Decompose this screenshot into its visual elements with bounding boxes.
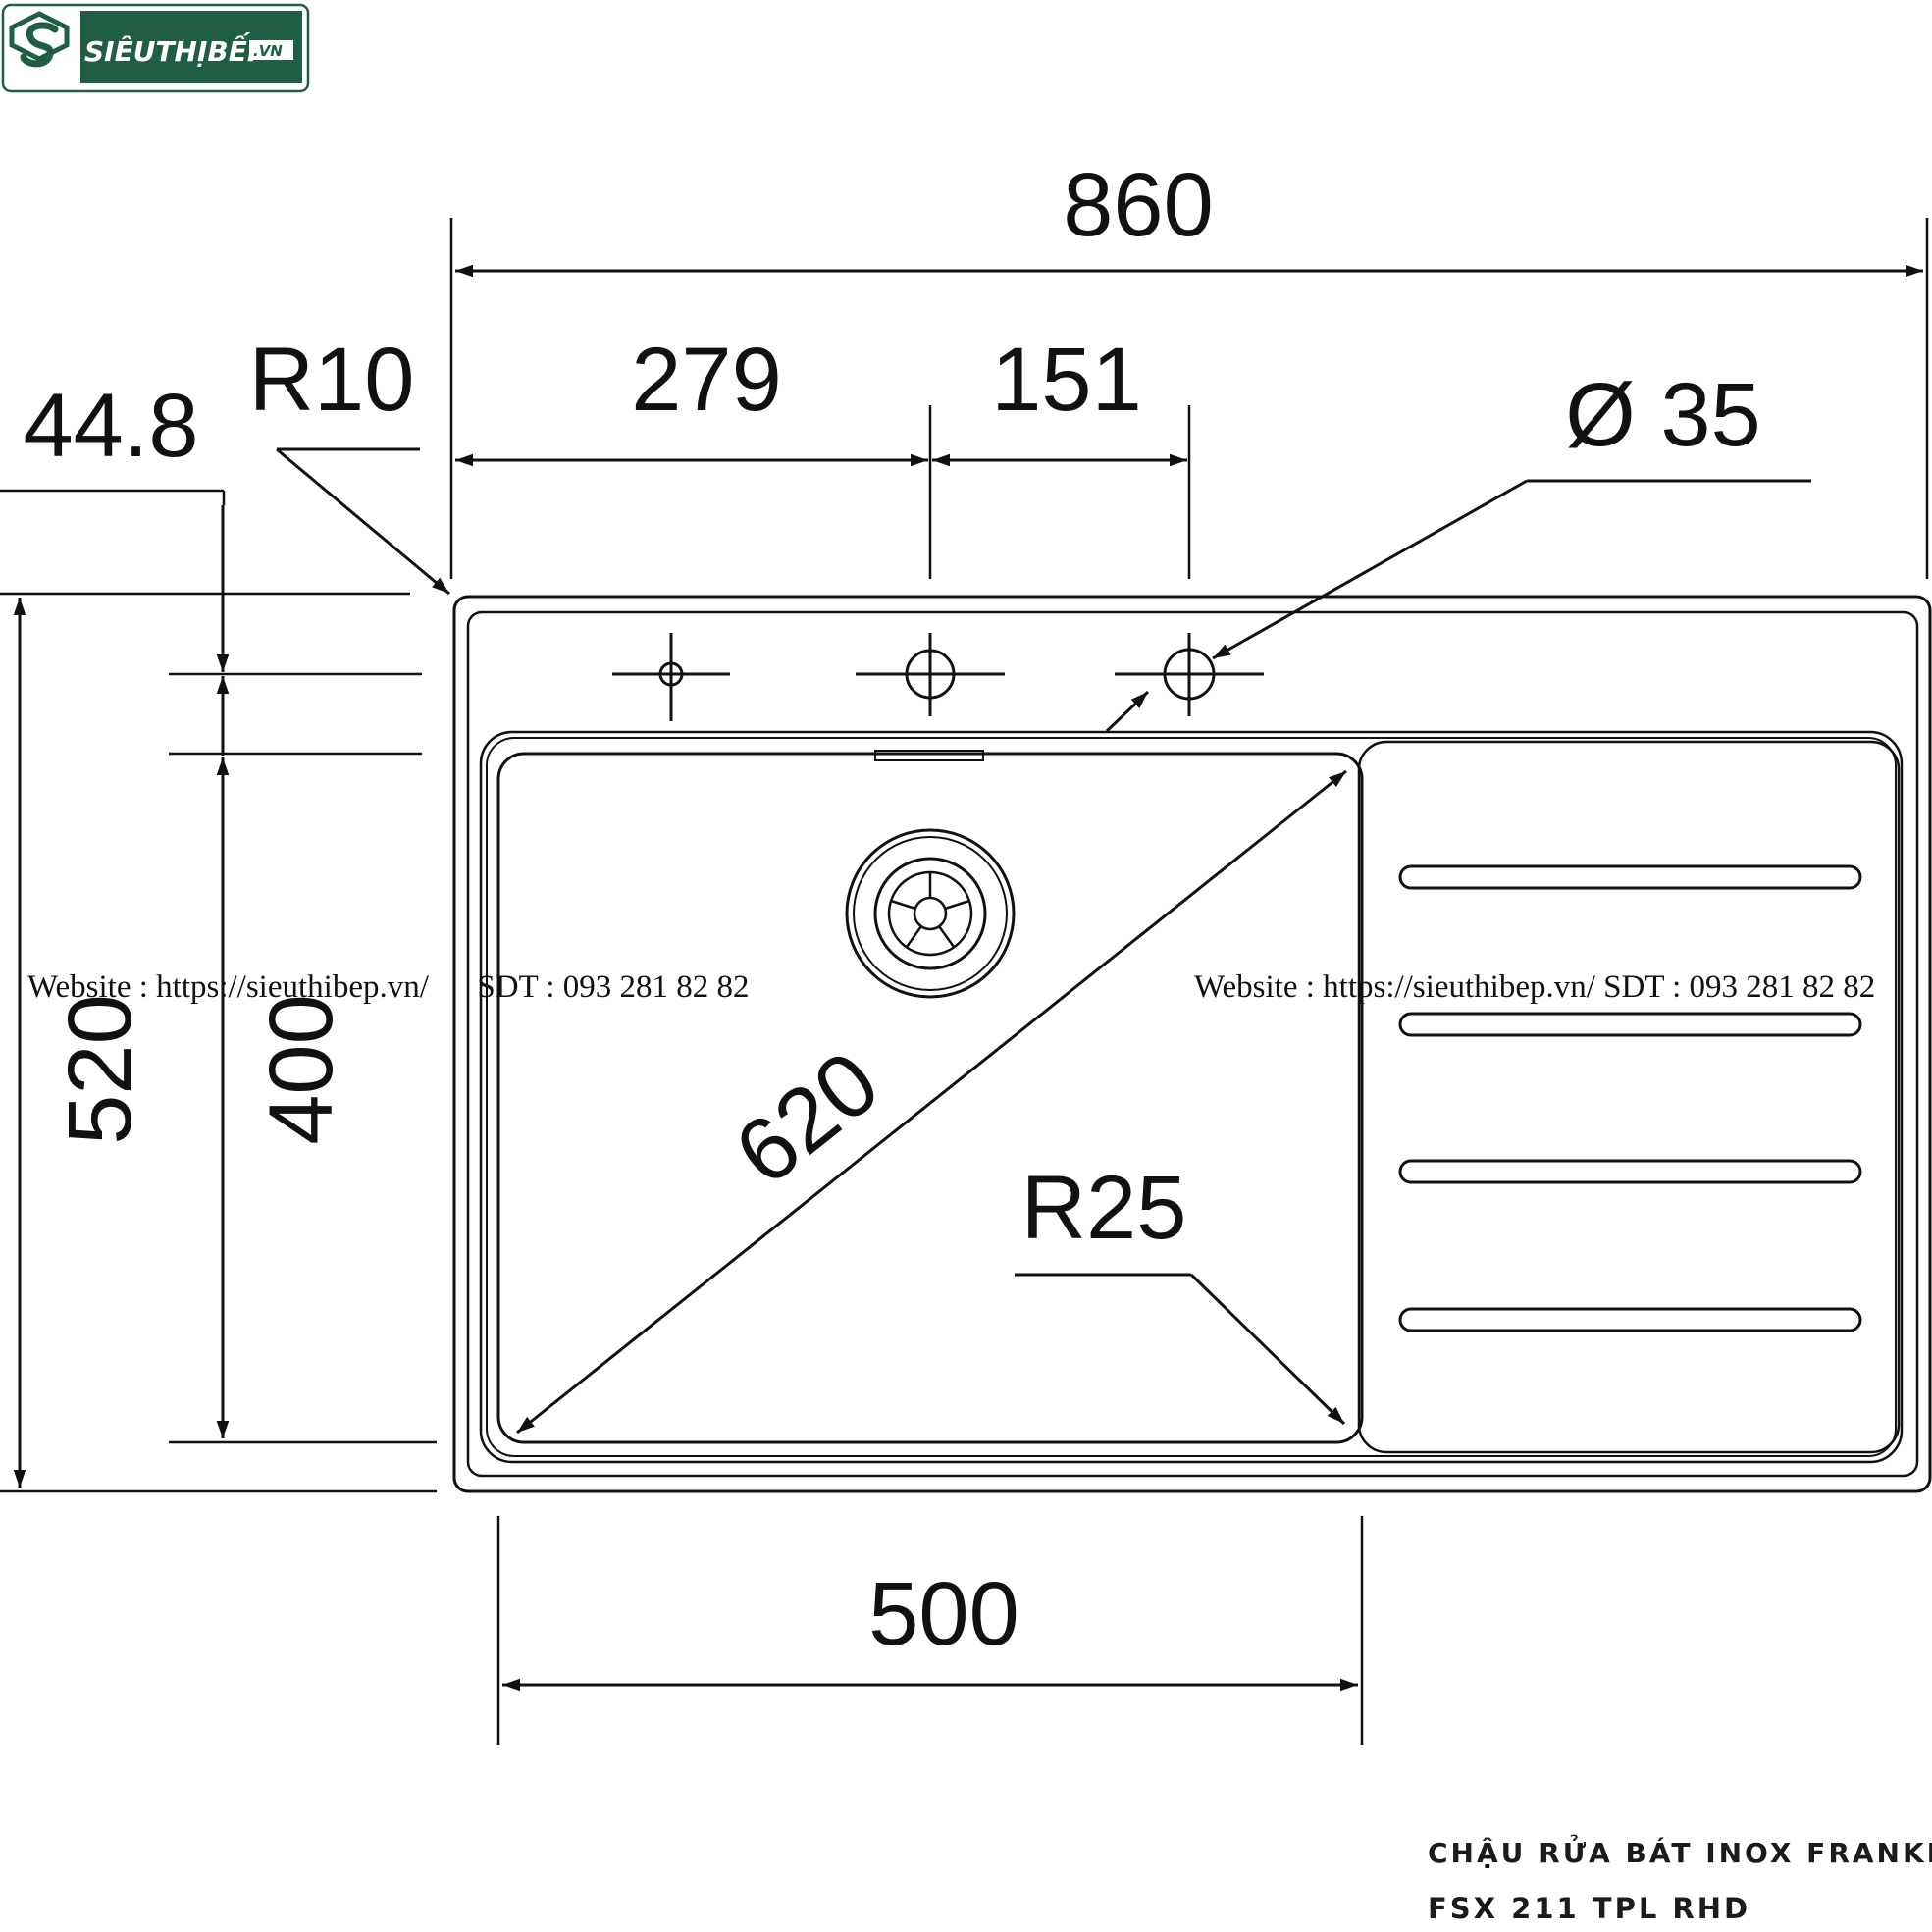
dim-label-500: 500 bbox=[868, 1564, 1019, 1664]
leader-d35-arrow bbox=[1212, 479, 1528, 660]
brand-logo: SIÊUTHỊBẾP .VN bbox=[1, 3, 310, 93]
drainer-grooves bbox=[1398, 864, 1862, 1332]
drain-strainer-icon bbox=[845, 828, 1016, 999]
watermark: Website : https://sieuthibep.vn/ SDT : 0… bbox=[27, 969, 1875, 1005]
logo-tld-text: .VN bbox=[253, 42, 283, 60]
extension-lines bbox=[0, 218, 1929, 1745]
dim-label-151: 151 bbox=[991, 330, 1142, 430]
watermark-right: Website : https://sieuthibep.vn/ SDT : 0… bbox=[1194, 969, 1875, 1005]
tap-holes bbox=[612, 633, 1264, 721]
dim-label-r10: R10 bbox=[249, 330, 415, 430]
dim-label-r25: R25 bbox=[1021, 1158, 1187, 1258]
leader-d35-arrow-2 bbox=[1105, 690, 1150, 733]
logo-brand-text: SIÊUTHỊBẾP bbox=[84, 31, 268, 68]
leader-r25-arrow bbox=[1189, 1273, 1346, 1426]
dim-label-860: 860 bbox=[1063, 155, 1214, 255]
dim-line-620 bbox=[516, 769, 1347, 1435]
drainer-groove bbox=[1398, 1307, 1862, 1332]
sink-bowl bbox=[496, 752, 1364, 1444]
tap-hole-marker-small bbox=[612, 633, 730, 721]
watermark-left: Website : https://sieuthibep.vn/ SDT : 0… bbox=[27, 969, 750, 1005]
dimension-labels: 860 279 151 Ø 35 R10 44.8 R25 500 520 40… bbox=[23, 155, 1760, 1664]
overflow-slot bbox=[874, 750, 984, 761]
drainer-groove bbox=[1398, 864, 1862, 890]
product-model-caption: FSX 211 TPL RHD bbox=[1428, 1892, 1751, 1925]
drainer-groove bbox=[1398, 1159, 1862, 1184]
dim-label-400: 400 bbox=[251, 994, 351, 1145]
dim-label-520: 520 bbox=[50, 994, 150, 1145]
product-category-caption: CHẬU RỬA BÁT INOX FRANKE bbox=[1428, 1837, 1932, 1869]
logo-s-icon bbox=[9, 11, 70, 68]
dimension-lines bbox=[13, 264, 1923, 1692]
dim-label-279: 279 bbox=[631, 330, 782, 430]
dim-label-44-8: 44.8 bbox=[23, 376, 198, 476]
drainer-groove bbox=[1398, 1012, 1862, 1037]
tap-hole-1 bbox=[856, 633, 1005, 716]
dim-label-620: 620 bbox=[717, 1032, 898, 1204]
leader-r10-arrow bbox=[276, 447, 450, 596]
sink-outline bbox=[452, 595, 1932, 1493]
dim-label-d35: Ø 35 bbox=[1565, 365, 1760, 465]
tap-hole-2 bbox=[1115, 633, 1264, 716]
